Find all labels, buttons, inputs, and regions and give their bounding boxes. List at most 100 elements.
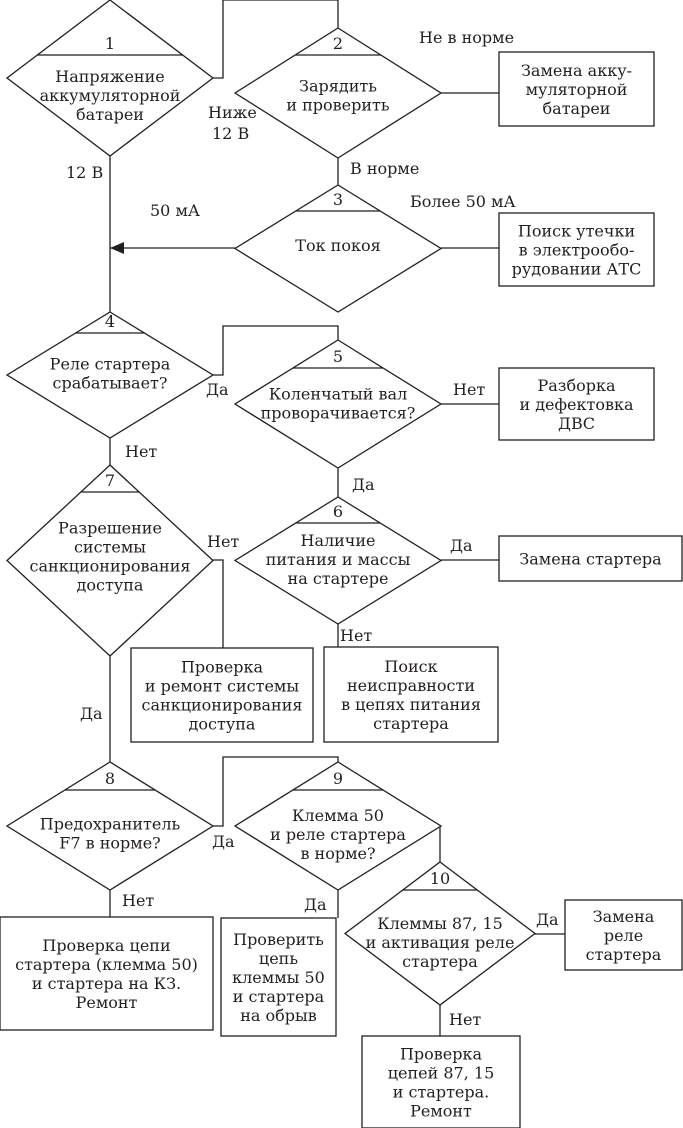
- decision-text: Клемма 50: [292, 806, 384, 825]
- connector-7-access: [213, 559, 224, 648]
- decision-text: и активация реле: [366, 933, 515, 952]
- edge-label-d8-yes: Да: [212, 832, 235, 851]
- decision-text: Зарядить: [299, 77, 377, 96]
- action-text: батареи: [543, 99, 611, 118]
- decision-text: F7 в норме?: [59, 834, 161, 853]
- action-text: муляторной: [526, 80, 628, 99]
- edge-label-d7-no: Нет: [207, 532, 239, 551]
- edge-label-d2-ok: В норме: [350, 159, 419, 178]
- decision-text: и проверить: [286, 96, 390, 115]
- action-text: Замена: [593, 907, 655, 926]
- decision-diamond: [233, 27, 443, 159]
- decision-text: на стартере: [288, 569, 389, 588]
- edge-label-d10-no: Нет: [449, 1010, 481, 1029]
- edge-label-d3-ok: 50 мА: [150, 201, 200, 220]
- decision-number: 2: [333, 34, 343, 53]
- action-text: и стартера.: [393, 1083, 490, 1102]
- action-text: стартера: [373, 714, 449, 733]
- edge-label-d6-no: Нет: [340, 626, 372, 645]
- action-starter-replace: Замена стартера: [498, 535, 683, 582]
- decision-number: 10: [430, 869, 450, 888]
- action-text: Замена акку-: [521, 61, 632, 80]
- decision-text: системы: [74, 538, 146, 557]
- action-text: стартера: [586, 945, 662, 964]
- decision-text: аккумуляторной: [40, 86, 181, 105]
- edge-label-d1-ok: 12 В: [66, 163, 103, 182]
- edge-label-d5-yes: Да: [352, 475, 375, 494]
- action-text: Ремонт: [76, 993, 138, 1012]
- decision-diamond: [5, 0, 215, 157]
- edge-label-d3-more: Более 50 мА: [410, 192, 516, 211]
- decision-text: питания и массы: [266, 550, 411, 569]
- action-text: доступа: [189, 715, 256, 734]
- action-text: ДВС: [558, 414, 595, 433]
- decision-number: 7: [105, 471, 115, 490]
- action-text: Замена стартера: [519, 550, 662, 569]
- edge-label-d2-fail: Не в норме: [419, 28, 514, 47]
- action-box: [361, 1035, 521, 1128]
- decision-text: Наличие: [300, 531, 375, 550]
- action-text: Поиск: [384, 657, 437, 676]
- decision-diamond: [5, 311, 215, 439]
- action-text: и стартера: [233, 987, 325, 1006]
- action-box: [220, 917, 337, 1037]
- decision-diamond: [5, 761, 215, 891]
- decision-diamond: [343, 861, 537, 1006]
- action-text: на обрыв: [240, 1006, 317, 1025]
- action-text: в цепях питания: [341, 695, 481, 714]
- decision-diamond: [233, 496, 443, 625]
- edge-label-d10-yes: Да: [536, 910, 559, 929]
- decision-text: Клеммы 87, 15: [377, 914, 503, 933]
- decision-number: 3: [333, 190, 343, 209]
- decision-text: Напряжение: [55, 67, 164, 86]
- decision-text: Коленчатый вал: [269, 385, 407, 404]
- decision-diamond: [233, 339, 443, 469]
- action-text: в электрообо-: [519, 241, 635, 260]
- connector-4-5: [213, 325, 339, 376]
- action-box: [564, 899, 683, 971]
- action-text: и ремонт системы: [145, 677, 299, 696]
- edge-label-d4-no: Нет: [125, 442, 157, 461]
- edge-label-d1-below: 12 В: [212, 124, 249, 143]
- decision-diamond: [233, 184, 443, 313]
- decision-text: доступа: [77, 576, 144, 595]
- edge-label-d7-yes: Да: [80, 704, 103, 723]
- edge-label-d5-no: Нет: [453, 380, 485, 399]
- action-text: Проверить: [233, 930, 324, 949]
- decision-text: Ток покоя: [295, 236, 380, 255]
- action-box: [498, 212, 655, 287]
- action-box: [323, 646, 499, 743]
- action-box: [498, 367, 655, 441]
- action-text: реле: [604, 926, 643, 945]
- decision-text: Предохранитель: [40, 815, 181, 834]
- action-box: [130, 647, 314, 743]
- edge-label-d1-below: Ниже: [208, 103, 257, 122]
- action-text: стартера (клемма 50): [15, 955, 198, 974]
- edge-label-d9-yes: Да: [304, 895, 327, 914]
- decision-text: Разрешение: [58, 519, 162, 538]
- action-text: Проверка: [181, 658, 264, 677]
- decision-number: 4: [105, 312, 115, 331]
- action-text: Разборка: [537, 376, 616, 395]
- decision-text: батареи: [76, 105, 144, 124]
- connector-1-2: [213, 0, 339, 79]
- edge-label-d6-yes: Да: [450, 536, 473, 555]
- decision-number: 6: [333, 502, 343, 521]
- decision-text: санкционирования: [30, 557, 191, 576]
- decision-text: в норме?: [300, 844, 375, 863]
- action-box: [0, 916, 214, 1031]
- action-text: цепей 87, 15: [388, 1064, 495, 1083]
- action-text: рудовании АТС: [512, 260, 642, 279]
- action-text: клеммы 50: [232, 968, 325, 987]
- decision-number: 9: [333, 769, 343, 788]
